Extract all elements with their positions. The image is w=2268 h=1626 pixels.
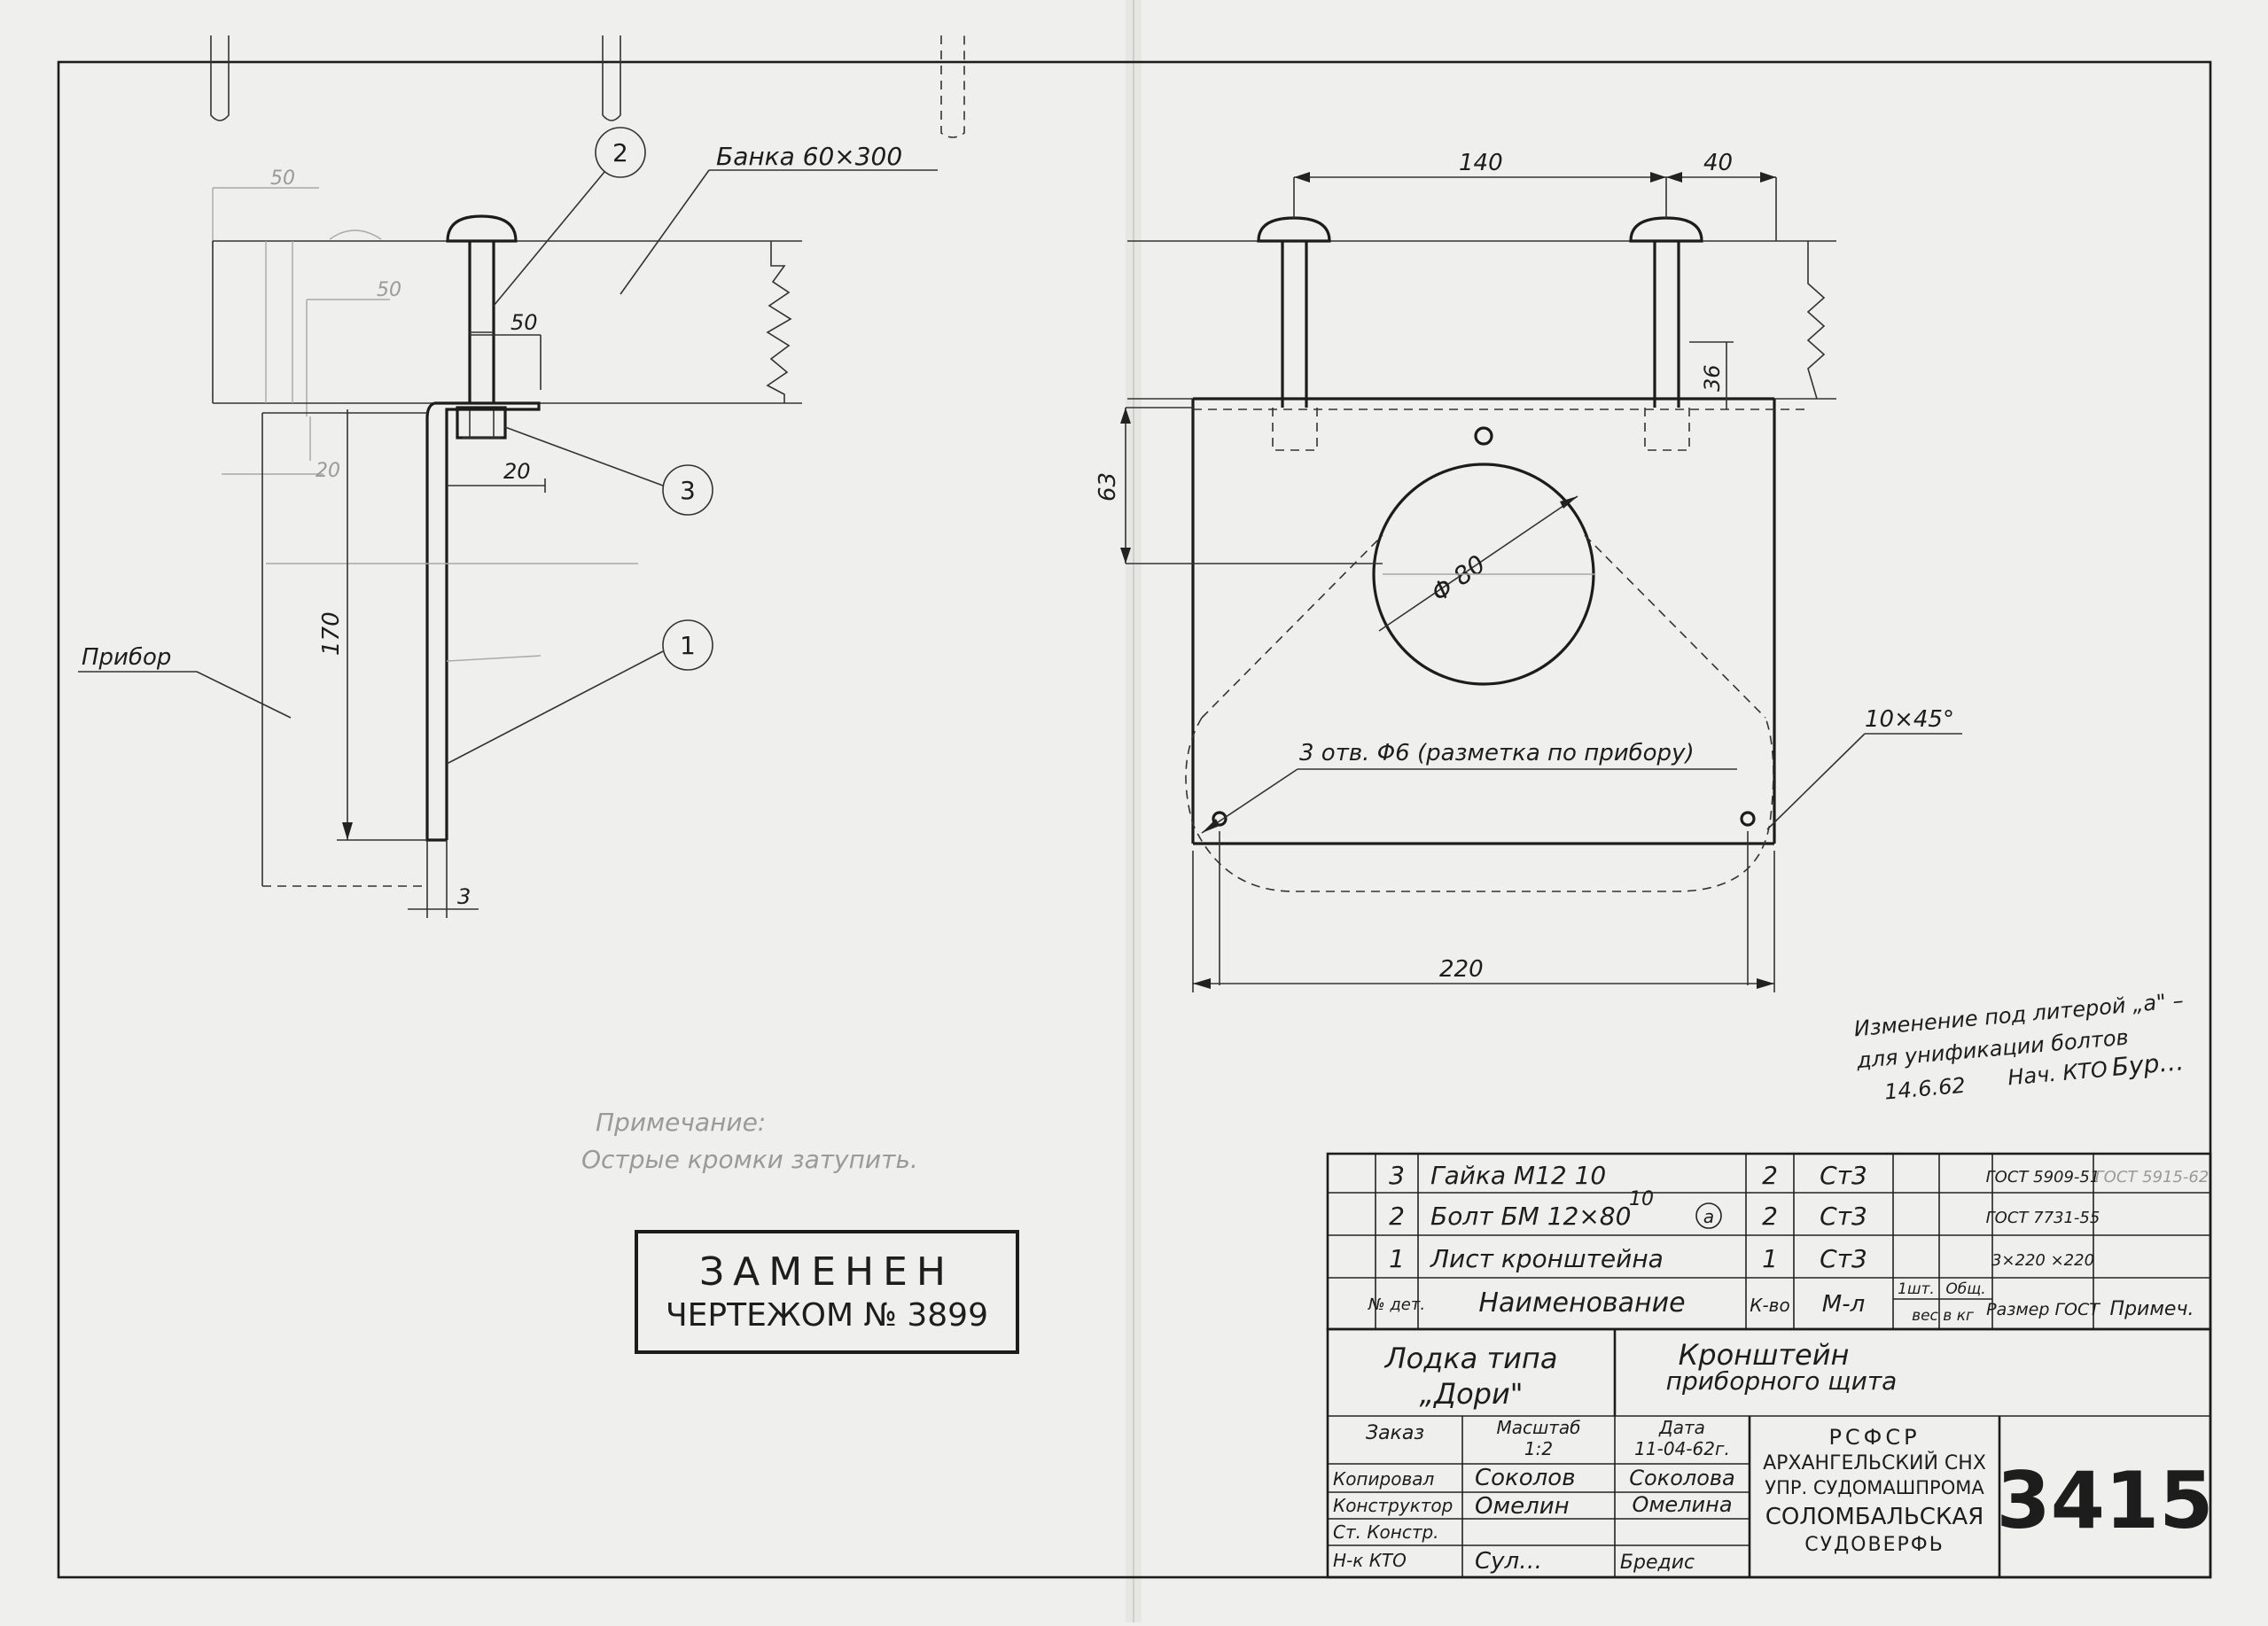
bom-row2-qty: 2 [1762, 1202, 1778, 1231]
tb-part-name2: приборного щита [1666, 1366, 1898, 1396]
bom-bolt-fix: 10 [1629, 1188, 1654, 1210]
bom-row1-material: Ст3 [1820, 1244, 1867, 1273]
tb-role-senior: Ст. Констр. [1333, 1521, 1439, 1543]
bill-of-materials: 3 Гайка М12 10 2 Ст3 ГОСТ 5909-51 ГОСТ 5… [1326, 1152, 2212, 1331]
dim-140: 140 [1459, 150, 1503, 176]
tb-scale-label: Масштаб [1496, 1417, 1580, 1438]
dim-40: 40 [1703, 150, 1733, 176]
bom-row3-no: 3 [1389, 1161, 1405, 1190]
tb-order-label: Заказ [1366, 1422, 1424, 1444]
front-view: Φ 80 3 отв. Φ6 (разметка по прибору) 10×… [1095, 150, 1962, 992]
bom-row3-name: Гайка М12 10 [1430, 1161, 1606, 1190]
faint-dim-50b: 50 [377, 279, 401, 301]
bom-row3-note: ГОСТ 5915-62 [2095, 1168, 2210, 1186]
tb-sig-nk: Сул… [1475, 1548, 1542, 1575]
dim-36: 36 [1700, 364, 1725, 392]
dim-63: 63 [1095, 472, 1121, 502]
tb-org3: УПР. СУДОМАШПРОМА [1765, 1477, 1984, 1498]
tb-sig-copied: Соколов [1475, 1465, 1576, 1491]
bom-head-material: М-л [1822, 1291, 1865, 1318]
revision-signature: Бур… [2110, 1046, 2185, 1082]
drawing-number: 3415 [1997, 1455, 2214, 1546]
tb-boat: Лодка типа [1384, 1342, 1558, 1375]
stamp-line2: ЧЕРТЕЖОМ № 3899 [666, 1297, 988, 1334]
side-view: 50 50 20 50 20 [78, 35, 965, 1174]
bom-head-note: Примеч. [2110, 1298, 2194, 1320]
faint-dim-20: 20 [316, 460, 340, 482]
tb-org4: СОЛОМБАЛЬСКАЯ [1765, 1504, 1984, 1530]
dim-170: 170 [318, 611, 345, 656]
bom-head-weight-unit: вес в кг [1912, 1307, 1974, 1325]
bom-row3-qty: 2 [1762, 1161, 1778, 1190]
tb-date-label: Дата [1658, 1417, 1705, 1438]
tb-name-copied: Соколова [1629, 1466, 1735, 1490]
callout-1: 1 [680, 631, 696, 660]
bom-head-std: Размер ГОСТ [1986, 1300, 2100, 1319]
bom-row2-std: ГОСТ 7731-55 [1986, 1209, 2100, 1227]
tb-name-nk: Бредис [1620, 1552, 1695, 1574]
sheet-frame [57, 60, 2212, 1579]
tb-part-name: Кронштейн [1679, 1338, 1850, 1372]
callout-2: 2 [612, 138, 628, 167]
replaced-stamp: ЗАМЕНЕН ЧЕРТЕЖОМ № 3899 [635, 1230, 1019, 1354]
tb-name-designer: Омелина [1632, 1492, 1732, 1517]
stamp-line1: ЗАМЕНЕН [699, 1249, 955, 1295]
bom-row1-name: Лист кронштейна [1430, 1244, 1664, 1273]
dim-3: 3 [457, 884, 471, 909]
callout-3: 3 [680, 476, 696, 505]
tb-role-designer: Конструктор [1333, 1495, 1453, 1516]
bom-head-weight-total: Общ. [1945, 1280, 1985, 1298]
bom-row1-no: 1 [1389, 1244, 1405, 1273]
tb-org2: АРХАНГЕЛЬСКИЙ СНХ [1763, 1451, 1986, 1474]
tb-role-copied: Копировал [1333, 1468, 1434, 1490]
label-banka: Банка 60×300 [716, 142, 902, 171]
faint-dim-50a: 50 [270, 167, 295, 190]
tb-org5: СУДОВЕРФЬ [1804, 1534, 1945, 1556]
bom-row2-no: 2 [1389, 1202, 1405, 1231]
bom-row2-name: Болт БМ 12×80 [1430, 1202, 1631, 1231]
note-title: Примечание: [596, 1108, 766, 1137]
tb-sig-designer: Омелин [1475, 1493, 1570, 1520]
dim-50: 50 [510, 310, 538, 335]
tb-boat-name: „Дори" [1420, 1377, 1524, 1411]
tb-date-value: 11-04-62г. [1634, 1438, 1730, 1459]
tb-scale-value: 1:2 [1524, 1438, 1553, 1459]
dim-20: 20 [503, 459, 531, 484]
bom-row2-material: Ст3 [1820, 1202, 1867, 1231]
note-text: Острые кромки затупить. [581, 1145, 918, 1174]
tb-org1: РСФСР [1828, 1425, 1920, 1450]
title-block: Лодка типа „Дори" Кронштейн приборного щ… [1326, 1327, 2214, 1579]
note-chamfer: 10×45° [1865, 706, 1954, 733]
bom-head-name: Наименование [1478, 1288, 1685, 1319]
bom-row1-qty: 1 [1762, 1244, 1778, 1273]
bom-head-weight-one: 1шт. [1898, 1280, 1935, 1298]
dim-220: 220 [1439, 956, 1484, 983]
bom-row3-material: Ст3 [1820, 1161, 1867, 1190]
bom-bolt-mark: а [1703, 1206, 1714, 1227]
bom-head-no: № дет. [1368, 1295, 1425, 1314]
label-pribor: Прибор [82, 644, 171, 671]
note-holes: 3 отв. Φ6 (разметка по прибору) [1299, 740, 1695, 766]
bom-head-qty: К-во [1750, 1295, 1789, 1316]
bom-row3-std: ГОСТ 5909-51 [1986, 1168, 2100, 1186]
bom-row1-std: 3×220 ×220 [1991, 1251, 2094, 1270]
tb-role-nk: Н-к КТО [1333, 1550, 1407, 1571]
